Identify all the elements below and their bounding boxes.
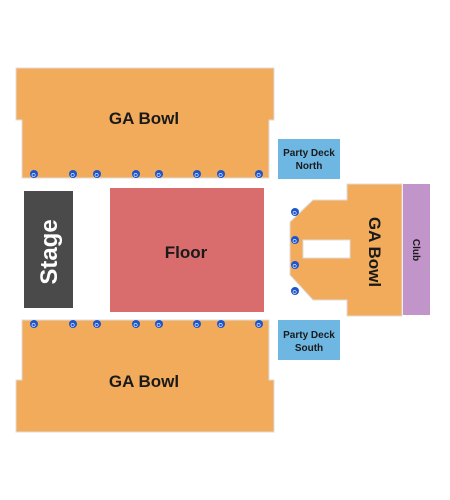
section-party-deck-south[interactable]: Party Deck South <box>278 320 340 360</box>
section-club[interactable]: Club <box>403 184 430 315</box>
wheelchair-icon <box>217 170 225 178</box>
wheelchair-icon <box>193 320 201 328</box>
wheelchair-icon <box>255 170 263 178</box>
section-label-ga-bowl-east: GA Bowl <box>365 217 384 287</box>
wheelchair-icon <box>291 236 299 244</box>
wheelchair-icon <box>291 208 299 216</box>
wheelchair-icon <box>69 320 77 328</box>
stage-label: Stage <box>36 219 63 284</box>
section-floor[interactable]: Floor <box>110 188 264 312</box>
wheelchair-icon <box>291 261 299 269</box>
wheelchair-icon <box>155 320 163 328</box>
wheelchair-icon <box>132 320 140 328</box>
wheelchair-icon <box>291 287 299 295</box>
wheelchair-icon <box>30 170 38 178</box>
wheelchair-icon <box>217 320 225 328</box>
party-deck-south-label-line2: South <box>295 343 323 354</box>
wheelchair-icon <box>93 320 101 328</box>
wheelchair-icon <box>30 320 38 328</box>
section-label-ga-bowl-south: GA Bowl <box>109 372 179 391</box>
section-label-floor: Floor <box>165 243 208 262</box>
wheelchair-icon <box>193 170 201 178</box>
wheelchair-icon <box>155 170 163 178</box>
section-party-deck-north[interactable]: Party Deck North <box>278 139 340 179</box>
section-label-club: Club <box>410 239 421 261</box>
wheelchair-icon <box>93 170 101 178</box>
wheelchair-icon <box>255 320 263 328</box>
accessible-seating-markers <box>30 170 299 328</box>
section-ga-bowl-north[interactable]: GA Bowl <box>15 67 275 179</box>
wheelchair-icon <box>69 170 77 178</box>
party-deck-north-label-line2: North <box>296 161 323 172</box>
section-ga-bowl-east[interactable]: GA Bowl <box>289 183 403 317</box>
party-deck-south-label-line1: Party Deck <box>283 330 335 341</box>
section-ga-bowl-south[interactable]: GA Bowl <box>15 319 275 433</box>
section-label-ga-bowl-north: GA Bowl <box>109 109 179 128</box>
party-deck-north-label-line1: Party Deck <box>283 148 335 159</box>
wheelchair-icon <box>132 170 140 178</box>
stage: Stage <box>24 191 73 308</box>
